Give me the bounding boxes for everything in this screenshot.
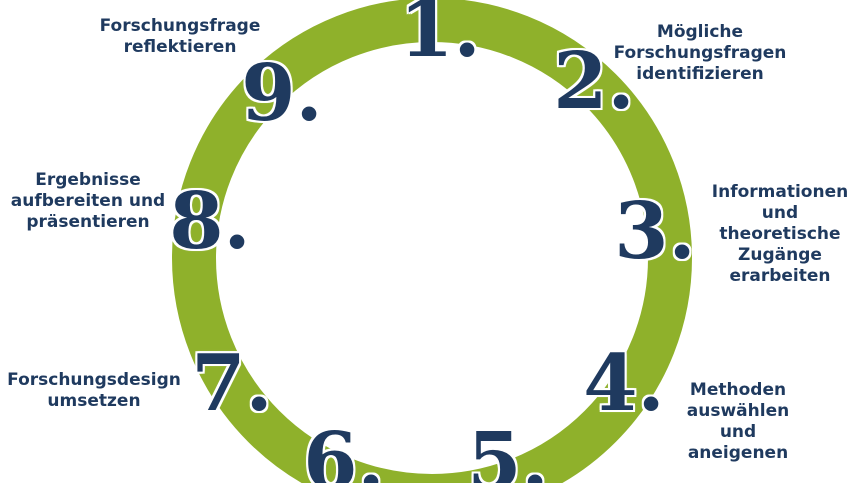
step-number-8: 8. <box>169 176 251 267</box>
step-label-4: Methoden auswählen und aneigenen <box>686 380 790 463</box>
step-number-2: 2. <box>553 36 635 127</box>
step-number-6: 6. <box>303 416 385 483</box>
step-number-4: 4. <box>583 338 665 429</box>
step-number-7: 7. <box>191 338 273 429</box>
step-label-9: Forschungsfrage reflektieren <box>99 16 261 57</box>
step-label-3: Informationen und theoretische Zugänge e… <box>711 182 849 286</box>
ring-band <box>172 0 692 483</box>
step-label-7: Forschungsdesign umsetzen <box>7 370 181 411</box>
step-number-1: 1. <box>399 0 481 75</box>
step-number-3: 3. <box>614 186 696 277</box>
step-label-2: Mögliche Forschungsfragen identifizieren <box>613 22 787 84</box>
step-number-5: 5. <box>467 416 549 483</box>
step-number-9: 9. <box>241 48 323 139</box>
step-label-8: Ergebnisse aufbereiten und präsentieren <box>10 170 166 232</box>
